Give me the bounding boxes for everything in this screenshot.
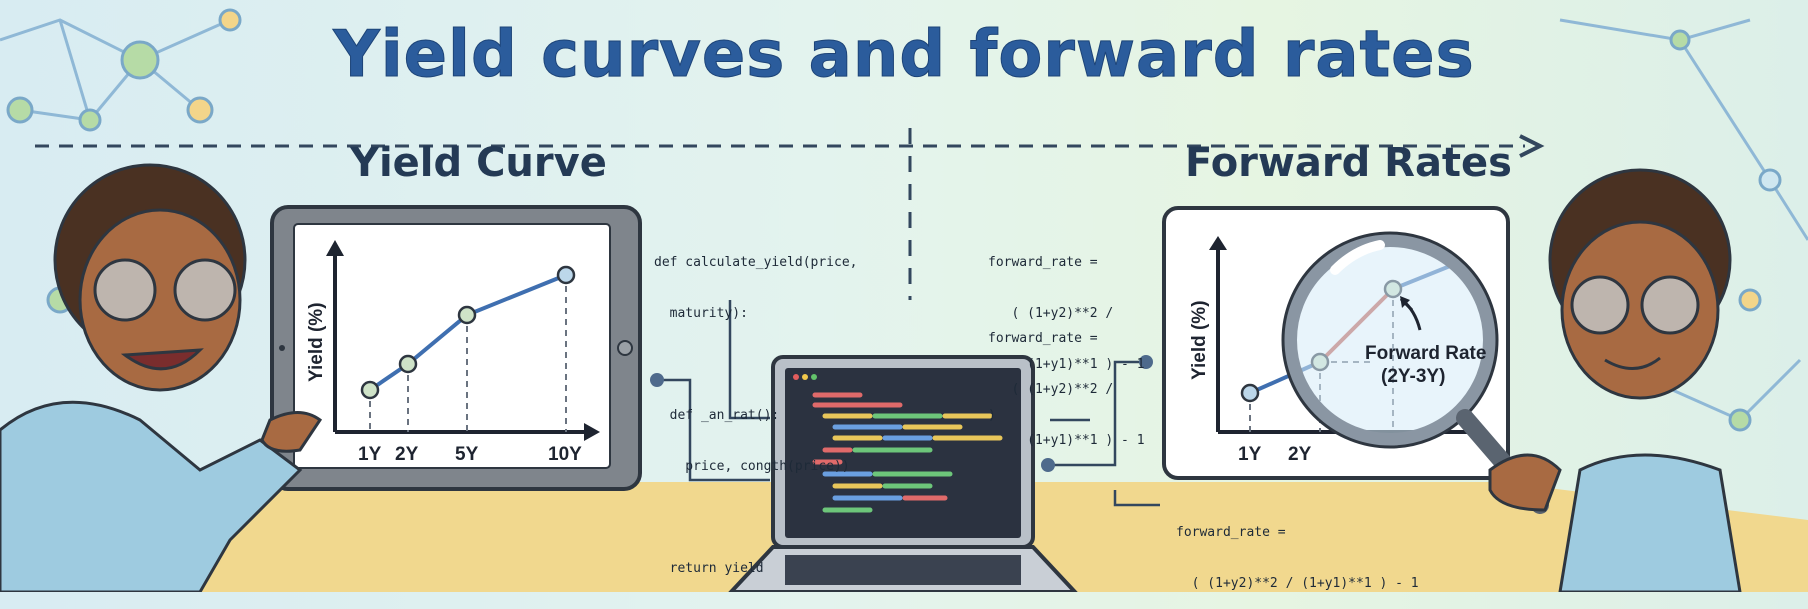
code-line: ( (1+y2)**2 / (988, 306, 1114, 321)
yield-curve-line (368, 273, 567, 392)
right-character (1488, 168, 1742, 592)
page-title: Yield curves and forward rates (333, 18, 1475, 93)
point-10y (556, 265, 576, 285)
forward-rate-annotation: Forward Rate (1365, 343, 1486, 364)
y-axis-label: Yield (%) (1189, 300, 1210, 380)
code-line: ( (1+y2)**2 / (988, 382, 1114, 397)
tick-2y: 2Y (1288, 444, 1312, 465)
laptop (728, 355, 1078, 592)
code-line: forward_rate = (988, 255, 1098, 270)
code-line: forward_rate = (988, 331, 1098, 346)
code-line: (1+y1)**1 ) - 1 (988, 433, 1145, 448)
code-forward-rate-2: forward_rate = ( (1+y2)**2 / (1+y1)**1 )… (988, 296, 1145, 466)
tick-2y: 2Y (395, 444, 419, 465)
tick-5y: 5Y (455, 444, 479, 465)
arrow-right-icon (1519, 134, 1545, 158)
code-forward-rate-3: forward_rate = ( (1+y2)**2 / (1+y1)**1 )… (1176, 490, 1419, 609)
code-line (654, 356, 858, 373)
section-title-forward-rates: Forward Rates (1185, 140, 1512, 186)
forward-rate-card: Yield (%) 1Y 2Y Forward Rate (2Y-3Y) (1162, 206, 1549, 514)
tick-10y: 10Y (548, 444, 582, 465)
code-line: (1+y1)**1 ) - 1 (988, 357, 1145, 372)
code-forward-rate-1: forward_rate = ( (1+y2)**2 / (1+y1)**1 )… (988, 220, 1145, 441)
point-5y (457, 305, 477, 325)
section-title-yield-curve: Yield Curve (350, 140, 607, 186)
yield-curve-tablet: Yield (%) 1Y 2Y 5Y 10Y (270, 205, 642, 491)
code-line: return yield (654, 561, 764, 576)
code-line: ( (1+y2)**2 / (1+y1)**1 ) - 1 (1176, 576, 1419, 591)
point-2y (398, 354, 418, 374)
left-character (0, 163, 323, 592)
connectors (660, 300, 1160, 507)
network-nodes (6, 8, 1782, 432)
forward-rate-range: (2Y-3Y) (1381, 366, 1445, 387)
y-axis-label: Yield (%) (306, 302, 327, 382)
code-line: price, congth(price)) (654, 459, 850, 474)
code-line (654, 509, 858, 526)
keyboard (785, 555, 1021, 585)
code-line: ) (988, 408, 996, 423)
code-lines (812, 392, 1003, 513)
point-1y (360, 380, 380, 400)
code-line: forward_rate = (1176, 525, 1286, 540)
tick-1y: 1Y (358, 444, 382, 465)
code-yield-function: def calculate_yield(price, maturity): de… (654, 220, 858, 594)
tick-1y: 1Y (1238, 444, 1262, 465)
code-line: maturity): (654, 306, 748, 321)
code-line: def _an_rat(): (654, 408, 780, 423)
illustration: Yield (%) 1Y 2Y 5Y 10Y (0, 8, 1808, 592)
magnifier-icon (1283, 233, 1497, 447)
code-line: def calculate_yield(price, (654, 255, 858, 270)
